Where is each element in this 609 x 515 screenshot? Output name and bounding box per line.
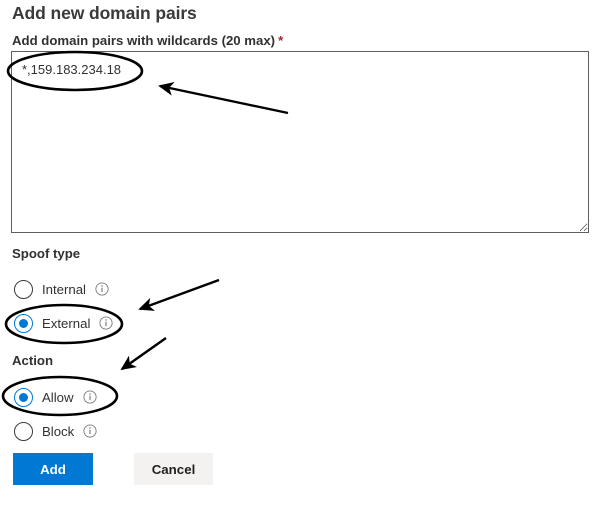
add-button[interactable]: Add: [13, 453, 93, 485]
annotation-arrow-to-allow-radio: [120, 337, 167, 371]
domain-pairs-textarea[interactable]: [11, 51, 589, 233]
spoof-type-label: Spoof type: [12, 246, 81, 261]
info-icon[interactable]: [82, 390, 97, 404]
radio-external-mark[interactable]: [14, 313, 33, 333]
radio-internal[interactable]: Internal: [14, 278, 109, 300]
radio-external[interactable]: External: [14, 312, 113, 334]
radio-block[interactable]: Block: [14, 420, 97, 442]
radio-internal-mark[interactable]: [14, 279, 33, 299]
annotation-arrow-to-external-radio: [138, 278, 220, 311]
cancel-button[interactable]: Cancel: [134, 453, 213, 485]
info-icon[interactable]: [99, 316, 113, 330]
radio-allow[interactable]: Allow: [14, 386, 97, 408]
info-icon[interactable]: [95, 282, 109, 296]
action-label: Action: [12, 353, 54, 368]
domain-field-label: Add domain pairs with wildcards (20 max)…: [12, 33, 283, 48]
page-title: Add new domain pairs: [12, 3, 197, 23]
radio-block-label: Block: [42, 423, 75, 439]
radio-allow-label: Allow: [42, 389, 74, 405]
info-icon[interactable]: [83, 424, 97, 438]
radio-internal-label: Internal: [42, 281, 86, 297]
radio-allow-mark[interactable]: [14, 387, 33, 407]
radio-external-label: External: [42, 315, 91, 331]
required-asterisk: *: [278, 33, 284, 48]
domain-field-label-text: Add domain pairs with wildcards (20 max): [12, 33, 276, 48]
radio-block-mark[interactable]: [14, 421, 33, 441]
